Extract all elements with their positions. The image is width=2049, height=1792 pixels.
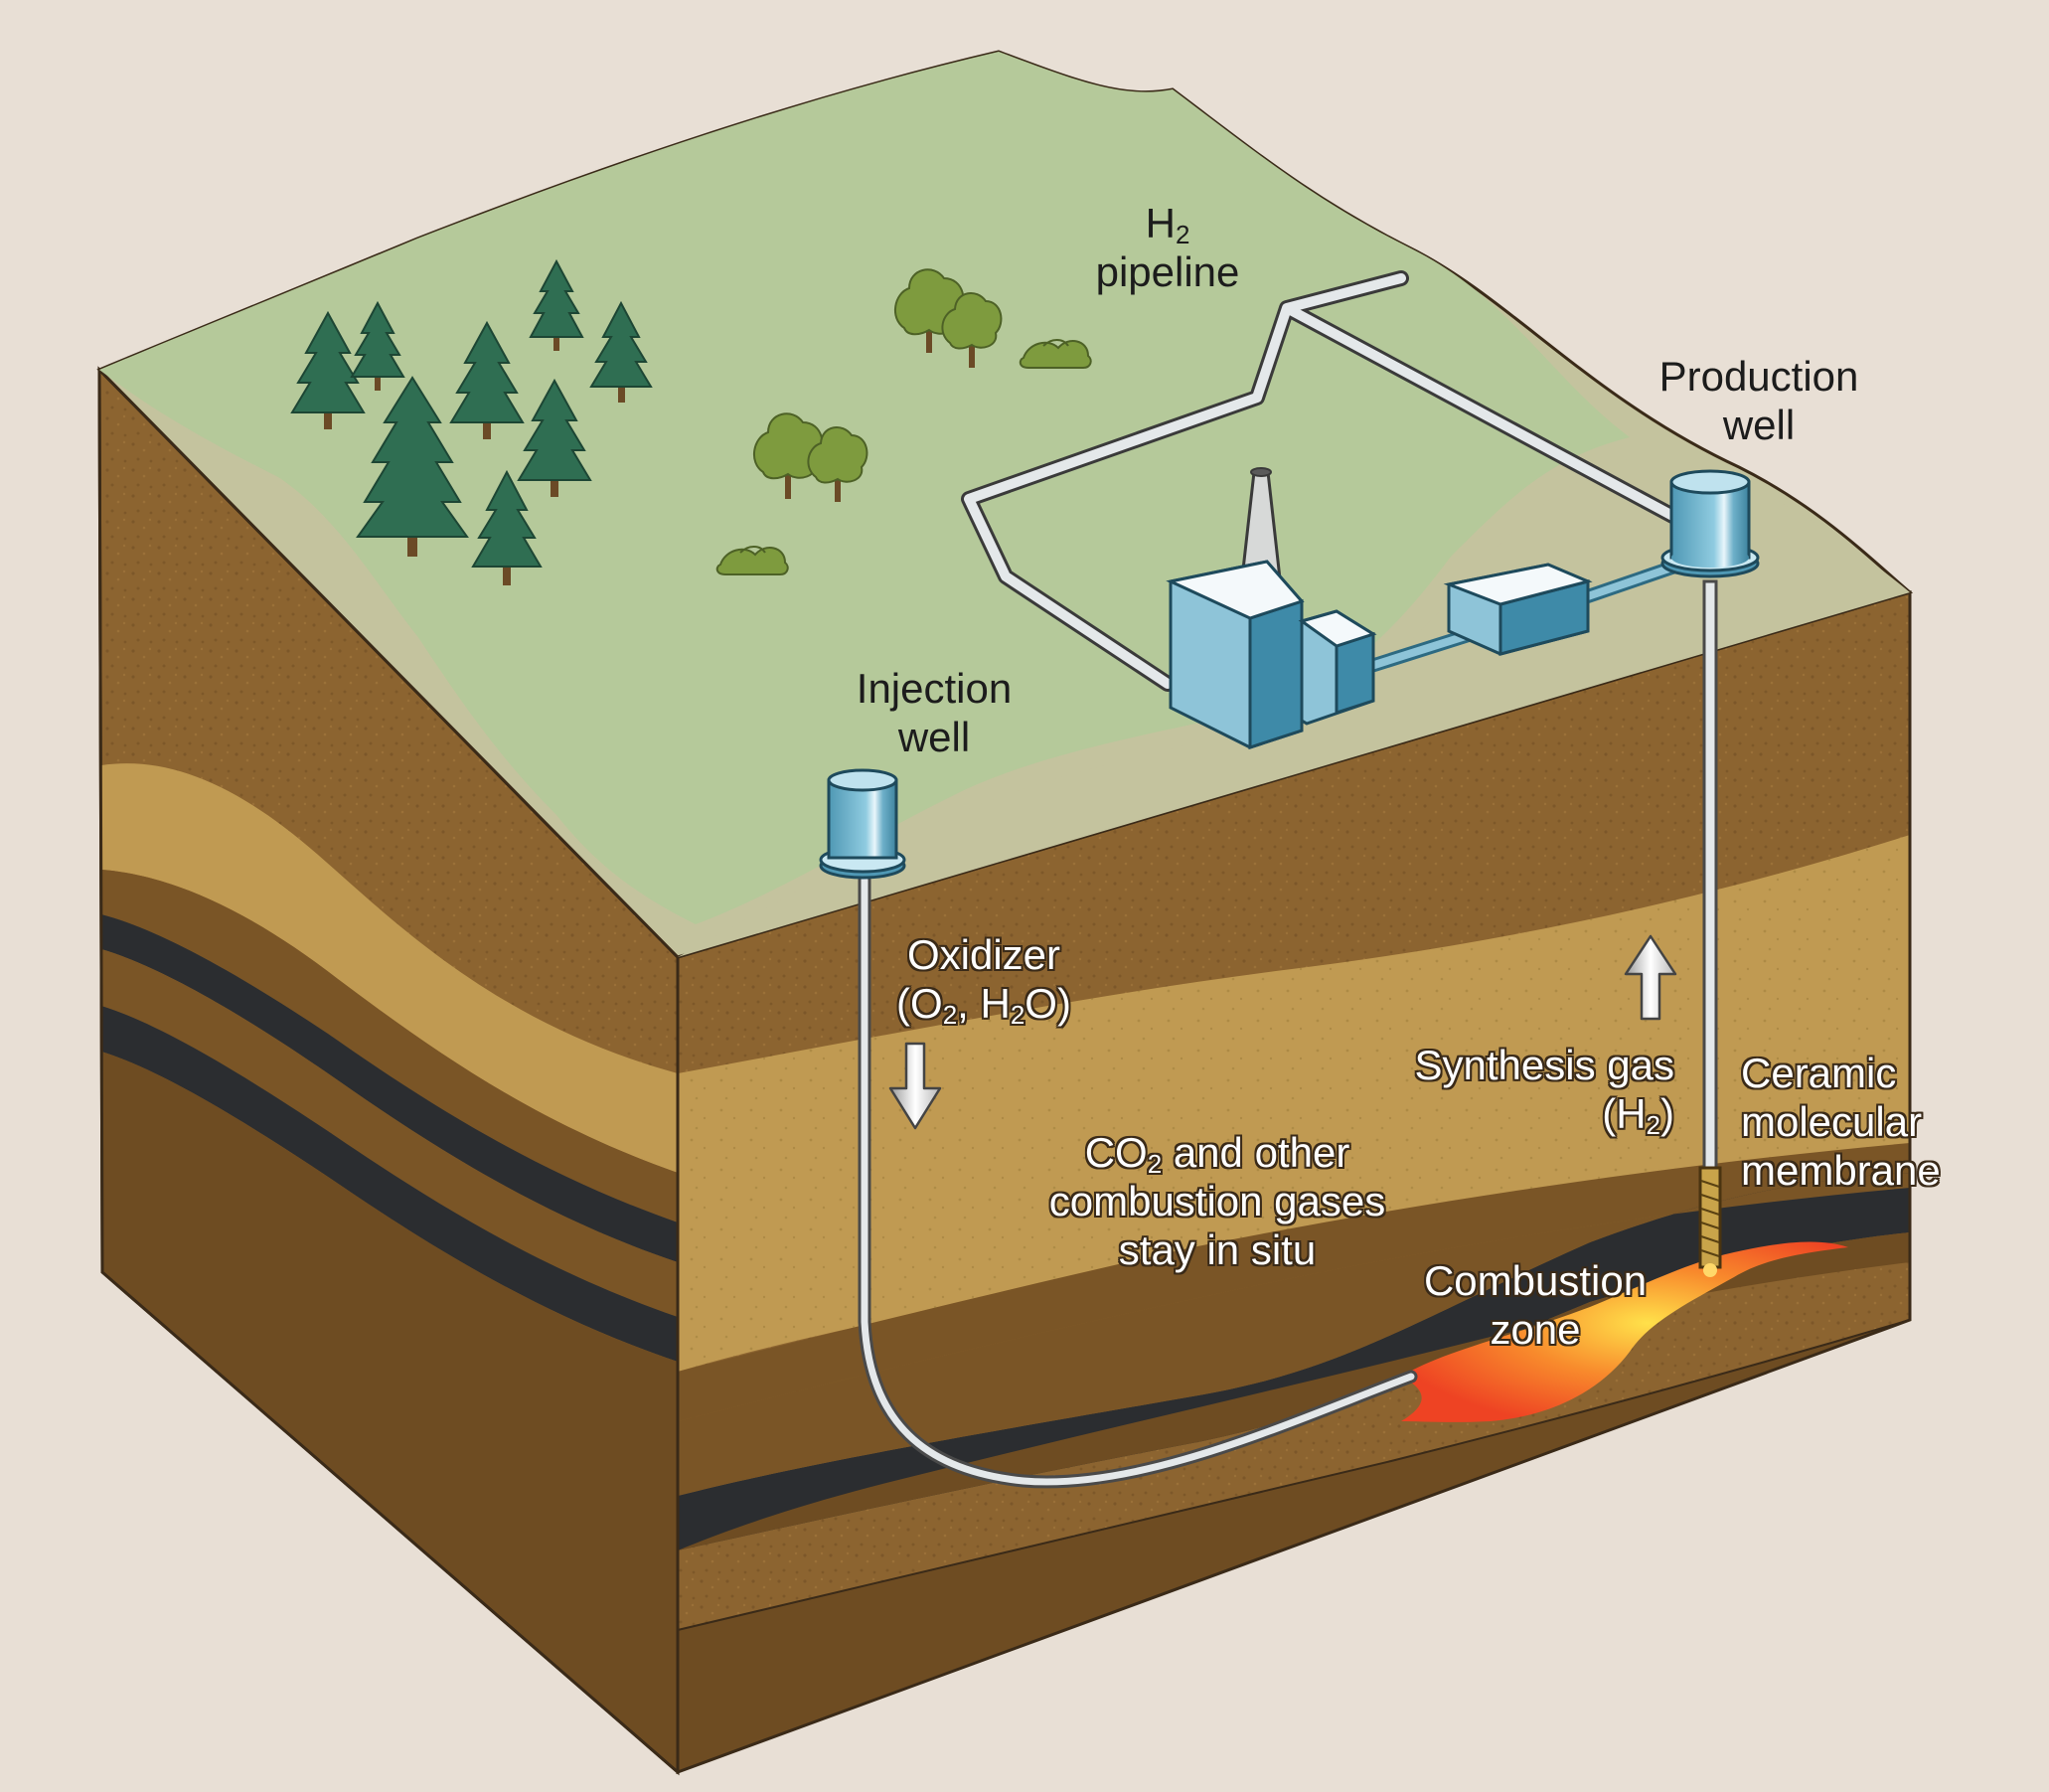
co2-label: CO2 and other combustion gases stay in s… (1048, 1129, 1386, 1273)
synthesis-gas-label: Synthesis gas (H2) (1414, 1042, 1674, 1140)
syngas-up-arrow (1624, 934, 1677, 1021)
injection-wellhead (819, 768, 906, 880)
injection-well-label: Injection well (856, 665, 1013, 760)
combustion-zone-label: Combustion zone (1423, 1257, 1648, 1353)
production-wellhead (1660, 469, 1760, 578)
processing-plant (1166, 560, 1593, 750)
combustion-fire (1401, 1241, 1848, 1422)
left-face (97, 366, 680, 1776)
oxidizer-down-arrow (888, 1042, 942, 1130)
production-pipe (1702, 579, 1718, 1269)
h2-pipeline-label: H2 pipeline (1095, 200, 1240, 295)
ceramic-membrane-label: Ceramic molecular membrane (1741, 1050, 1941, 1194)
deciduous-trees (715, 268, 1092, 575)
conifer-trees (290, 258, 653, 585)
production-well-label: Production well (1658, 353, 1859, 448)
oxidizer-label: Oxidizer (O2, H2O) (896, 931, 1071, 1030)
